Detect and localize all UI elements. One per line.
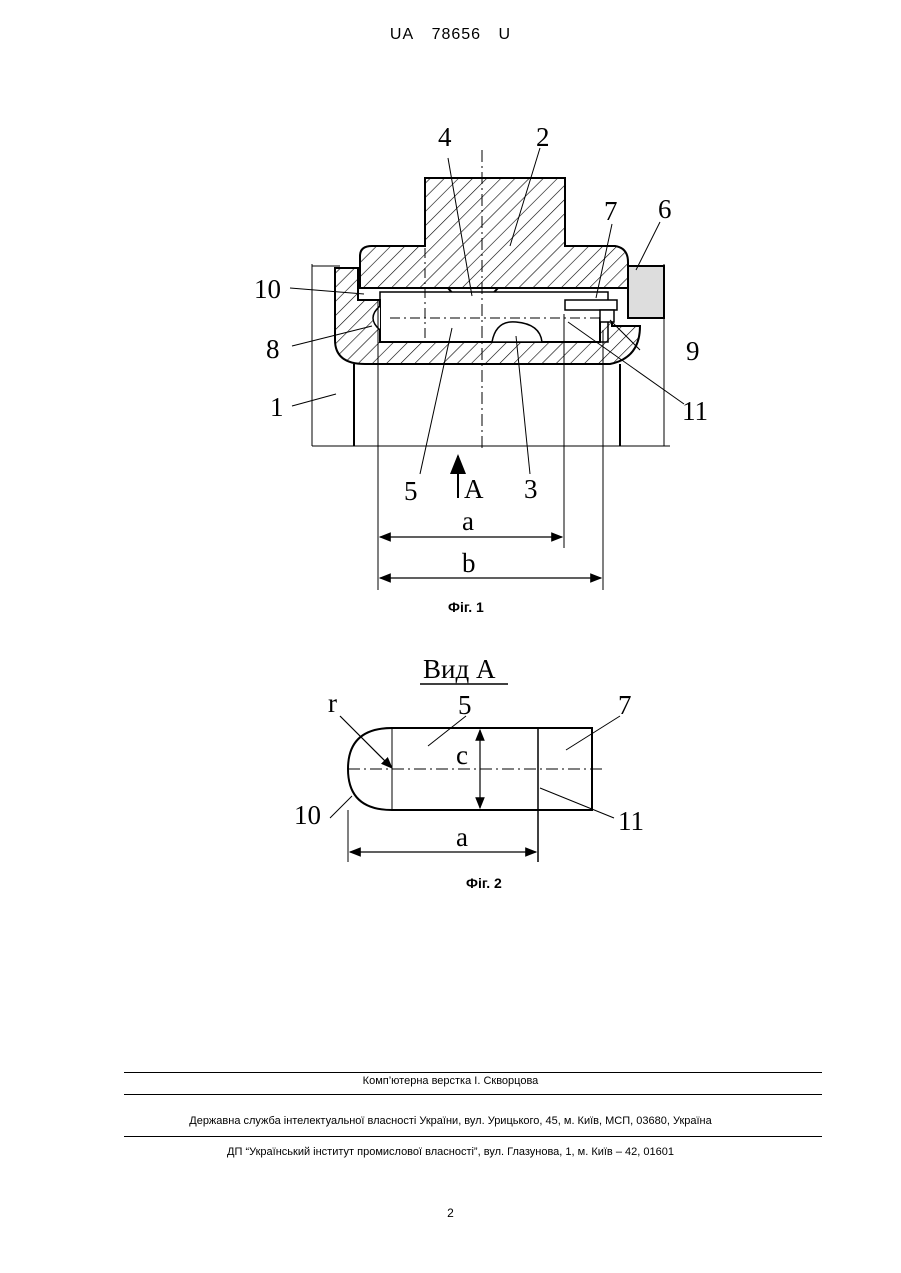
fig2-drawing xyxy=(330,716,620,862)
fig2-dim-c: c xyxy=(456,740,468,770)
footer-rule-1 xyxy=(124,1072,822,1073)
fig1-label-3: 3 xyxy=(524,474,538,504)
footer-layout-credit: Комп’ютерна верстка І. Скворцова xyxy=(0,1075,901,1087)
fig1-label-7: 7 xyxy=(604,196,618,226)
fig2-label-10: 10 xyxy=(294,800,321,830)
fig1-label-9: 9 xyxy=(686,336,700,366)
fig1-label-5: 5 xyxy=(404,476,418,506)
fig1-label-2: 2 xyxy=(536,122,550,152)
fig1-label-11: 11 xyxy=(682,396,708,426)
fig2-dim-a: a xyxy=(456,822,468,852)
fig2-title: Вид А xyxy=(423,654,496,684)
fig1-label-4: 4 xyxy=(438,122,452,152)
fig1-drawing xyxy=(290,148,684,590)
fig1-label-A: A xyxy=(464,474,484,504)
part-6-insert xyxy=(628,266,664,318)
page-number: 2 xyxy=(0,1206,901,1220)
fig1-label-10: 10 xyxy=(254,274,281,304)
fig1-label-6: 6 xyxy=(658,194,672,224)
fig2-label-7: 7 xyxy=(618,690,632,720)
fig1-label-8: 8 xyxy=(266,334,280,364)
footer-rule-3 xyxy=(124,1136,822,1137)
footer-institute: ДП “Український інститут промислової вла… xyxy=(0,1146,901,1158)
footer-rule-2 xyxy=(124,1094,822,1095)
footer-agency: Державна служба інтелектуальної власност… xyxy=(0,1115,901,1127)
part-2-top-block xyxy=(360,178,628,288)
fig1-dim-a: a xyxy=(462,506,474,536)
part-7-plate xyxy=(565,300,617,310)
fig1-label-1: 1 xyxy=(270,392,284,422)
fig1-dim-b: b xyxy=(462,548,476,578)
fig2-caption: Фіг. 2 xyxy=(466,875,502,891)
fig2-label-5: 5 xyxy=(458,690,472,720)
fig1-caption: Фіг. 1 xyxy=(448,599,484,615)
fig2-label-r: r xyxy=(328,688,337,718)
fig2-label-11: 11 xyxy=(618,806,644,836)
